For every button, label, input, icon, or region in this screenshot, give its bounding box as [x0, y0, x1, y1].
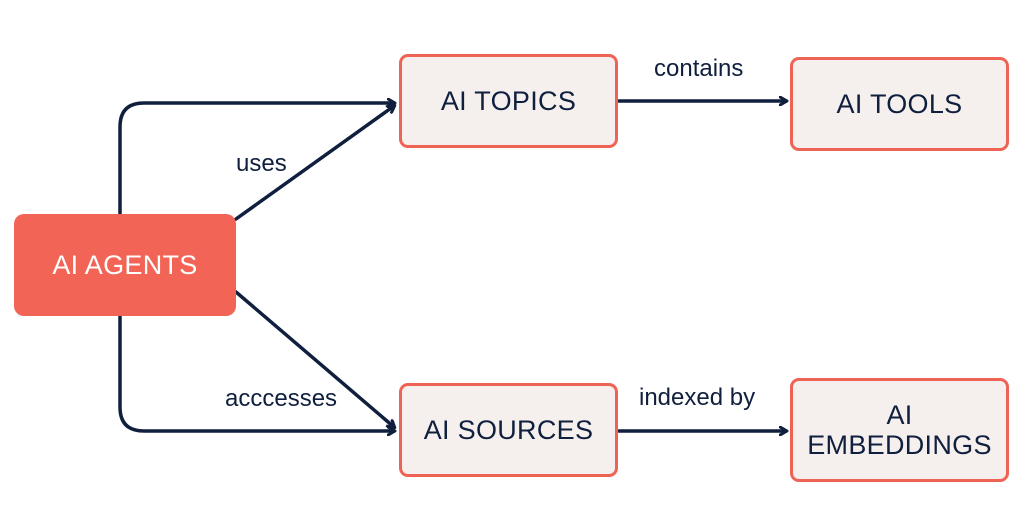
node-ai-embeddings-label-line2: EMBEDDINGS	[807, 430, 992, 460]
edge-label-contains: contains	[654, 55, 744, 82]
node-ai-sources: AI SOURCES	[399, 383, 618, 477]
node-ai-embeddings: AI EMBEDDINGS	[790, 378, 1009, 482]
edge-label-uses: uses	[236, 150, 287, 177]
node-ai-embeddings-label-line1: AI	[886, 399, 913, 430]
arrow-agents-to-topics-diagonal	[234, 106, 394, 221]
arrow-agents-to-topics-elbow	[118, 103, 394, 216]
node-ai-topics-label: AI TOPICS	[440, 85, 577, 116]
node-ai-tools: AI TOOLS	[790, 57, 1009, 151]
edge-label-accesses: acccesses	[225, 385, 338, 412]
node-ai-agents: AI AGENTS	[14, 214, 236, 316]
edge-label-indexed-by: indexed by	[639, 384, 756, 411]
node-ai-tools-label: AI TOOLS	[836, 88, 963, 119]
node-ai-topics: AI TOPICS	[399, 54, 618, 148]
arrow-agents-to-sources-diagonal	[234, 290, 394, 427]
node-ai-sources-label: AI SOURCES	[423, 414, 594, 445]
arrow-agents-to-sources-elbow	[118, 314, 394, 431]
node-ai-agents-label: AI AGENTS	[52, 249, 198, 280]
